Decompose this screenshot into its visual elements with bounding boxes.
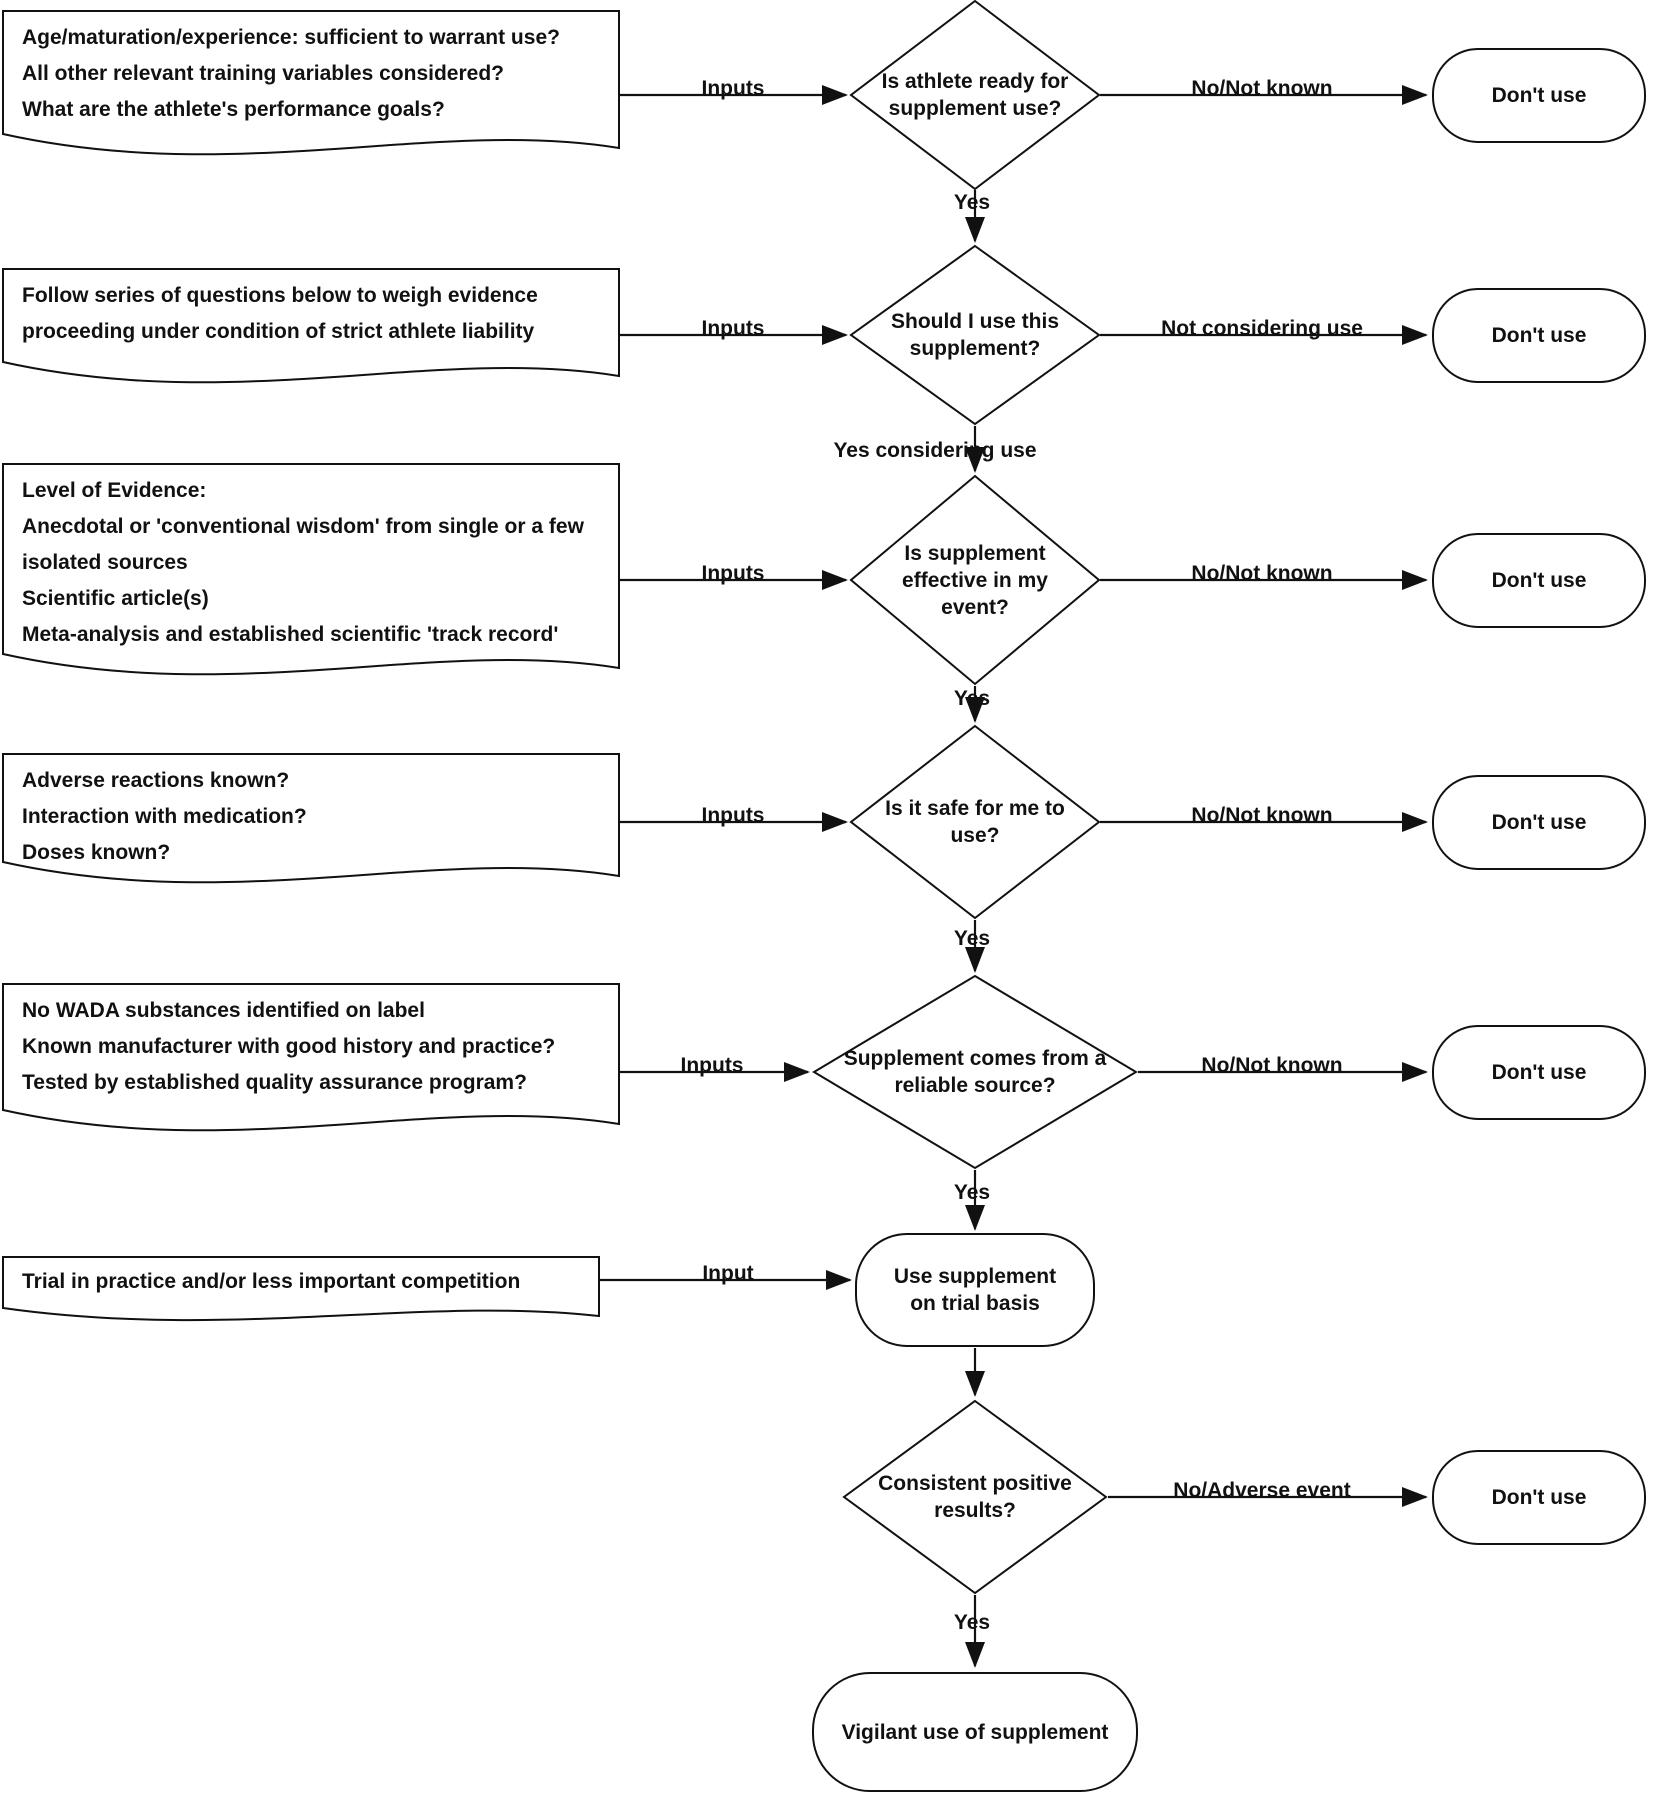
input-line: Adverse reactions known? xyxy=(22,769,290,792)
decision-diamond-3 xyxy=(849,474,1101,686)
dont-use-stadium-1: Don't use xyxy=(1432,48,1646,143)
vigilant-use-stadium: Vigilant use of supplement xyxy=(812,1672,1138,1792)
dont-use-stadium-3: Don't use xyxy=(1432,533,1646,628)
input-document-4 xyxy=(2,753,620,884)
use-trial-stadium: Use supplement on trial basis xyxy=(855,1233,1095,1347)
input-line: Level of Evidence: xyxy=(22,479,207,502)
input-line: Doses known? xyxy=(22,841,171,864)
decision-diamond-4 xyxy=(849,724,1101,920)
input-text-5: No WADA substances identified on label K… xyxy=(22,993,602,1101)
dont-use-stadium-2: Don't use xyxy=(1432,288,1646,383)
decision-diamond-2 xyxy=(849,244,1101,426)
input-label-6: Input xyxy=(702,1262,754,1285)
yes-label-2: Yes considering use xyxy=(833,439,1037,462)
decision-diamond-5 xyxy=(812,974,1138,1170)
yes-label-4: Yes xyxy=(953,927,991,950)
decision-text-1: Is athlete ready for supplement use? xyxy=(881,70,1069,120)
decision-text-3: Is supplement effective in my event? xyxy=(902,541,1048,619)
input-text-3: Level of Evidence: Anecdotal or 'convent… xyxy=(22,473,587,653)
input-text-2: Follow series of questions below to weig… xyxy=(22,278,582,350)
yes-label-7: Yes xyxy=(953,1611,991,1634)
yes-label-5: Yes xyxy=(953,1181,991,1204)
input-document-2 xyxy=(2,268,620,384)
use-trial-text: Use supplement on trial basis xyxy=(893,1265,1057,1315)
decision-diamond-1 xyxy=(849,0,1101,191)
inputs-label-3: Inputs xyxy=(701,562,765,585)
input-line: Meta-analysis and established scientific… xyxy=(22,623,559,646)
dont-use-stadium-4: Don't use xyxy=(1432,775,1646,870)
decision-diamond-7 xyxy=(842,1399,1108,1595)
input-line: Follow series of questions below to weig… xyxy=(22,284,538,343)
input-line: Tested by established quality assurance … xyxy=(22,1071,527,1094)
input-line: All other relevant training variables co… xyxy=(22,62,504,85)
input-line: Scientific article(s) xyxy=(22,587,209,610)
input-document-1 xyxy=(2,10,620,156)
input-document-6 xyxy=(2,1256,600,1322)
no-label-2: Not considering use xyxy=(1161,317,1363,340)
input-line: Interaction with medication? xyxy=(22,805,307,828)
input-line: What are the athlete's performance goals… xyxy=(22,98,445,121)
yes-label-1: Yes xyxy=(953,191,991,214)
no-label-3: No/Not known xyxy=(1191,562,1333,585)
input-document-5 xyxy=(2,983,620,1132)
inputs-label-5: Inputs xyxy=(680,1054,744,1077)
input-text-6: Trial in practice and/or less important … xyxy=(22,1264,582,1300)
dont-use-stadium-7: Don't use xyxy=(1432,1450,1646,1545)
no-label-7: No/Adverse event xyxy=(1173,1479,1351,1502)
no-label-4: No/Not known xyxy=(1191,804,1333,827)
input-text-1: Age/maturation/experience: sufficient to… xyxy=(22,20,602,128)
inputs-label-4: Inputs xyxy=(701,804,765,827)
input-document-3 xyxy=(2,463,620,676)
decision-text-5: Supplement comes from a reliable source? xyxy=(843,1047,1107,1097)
inputs-label-1: Inputs xyxy=(701,77,765,100)
decision-text-2: Should I use this supplement? xyxy=(890,310,1059,360)
input-line: Age/maturation/experience: sufficient to… xyxy=(22,26,560,49)
decision-text-7: Consistent positive results? xyxy=(878,1472,1072,1522)
dont-use-stadium-5: Don't use xyxy=(1432,1025,1646,1120)
decision-text-4: Is it safe for me to use? xyxy=(885,797,1065,847)
input-line: Anecdotal or 'conventional wisdom' from … xyxy=(22,515,584,574)
input-line: Trial in practice and/or less important … xyxy=(22,1270,521,1293)
no-label-1: No/Not known xyxy=(1191,77,1333,100)
input-text-4: Adverse reactions known? Interaction wit… xyxy=(22,763,602,871)
yes-label-3: Yes xyxy=(953,687,991,710)
input-line: No WADA substances identified on label xyxy=(22,999,425,1022)
no-label-5: No/Not known xyxy=(1201,1054,1343,1077)
inputs-label-2: Inputs xyxy=(701,317,765,340)
input-line: Known manufacturer with good history and… xyxy=(22,1035,556,1058)
